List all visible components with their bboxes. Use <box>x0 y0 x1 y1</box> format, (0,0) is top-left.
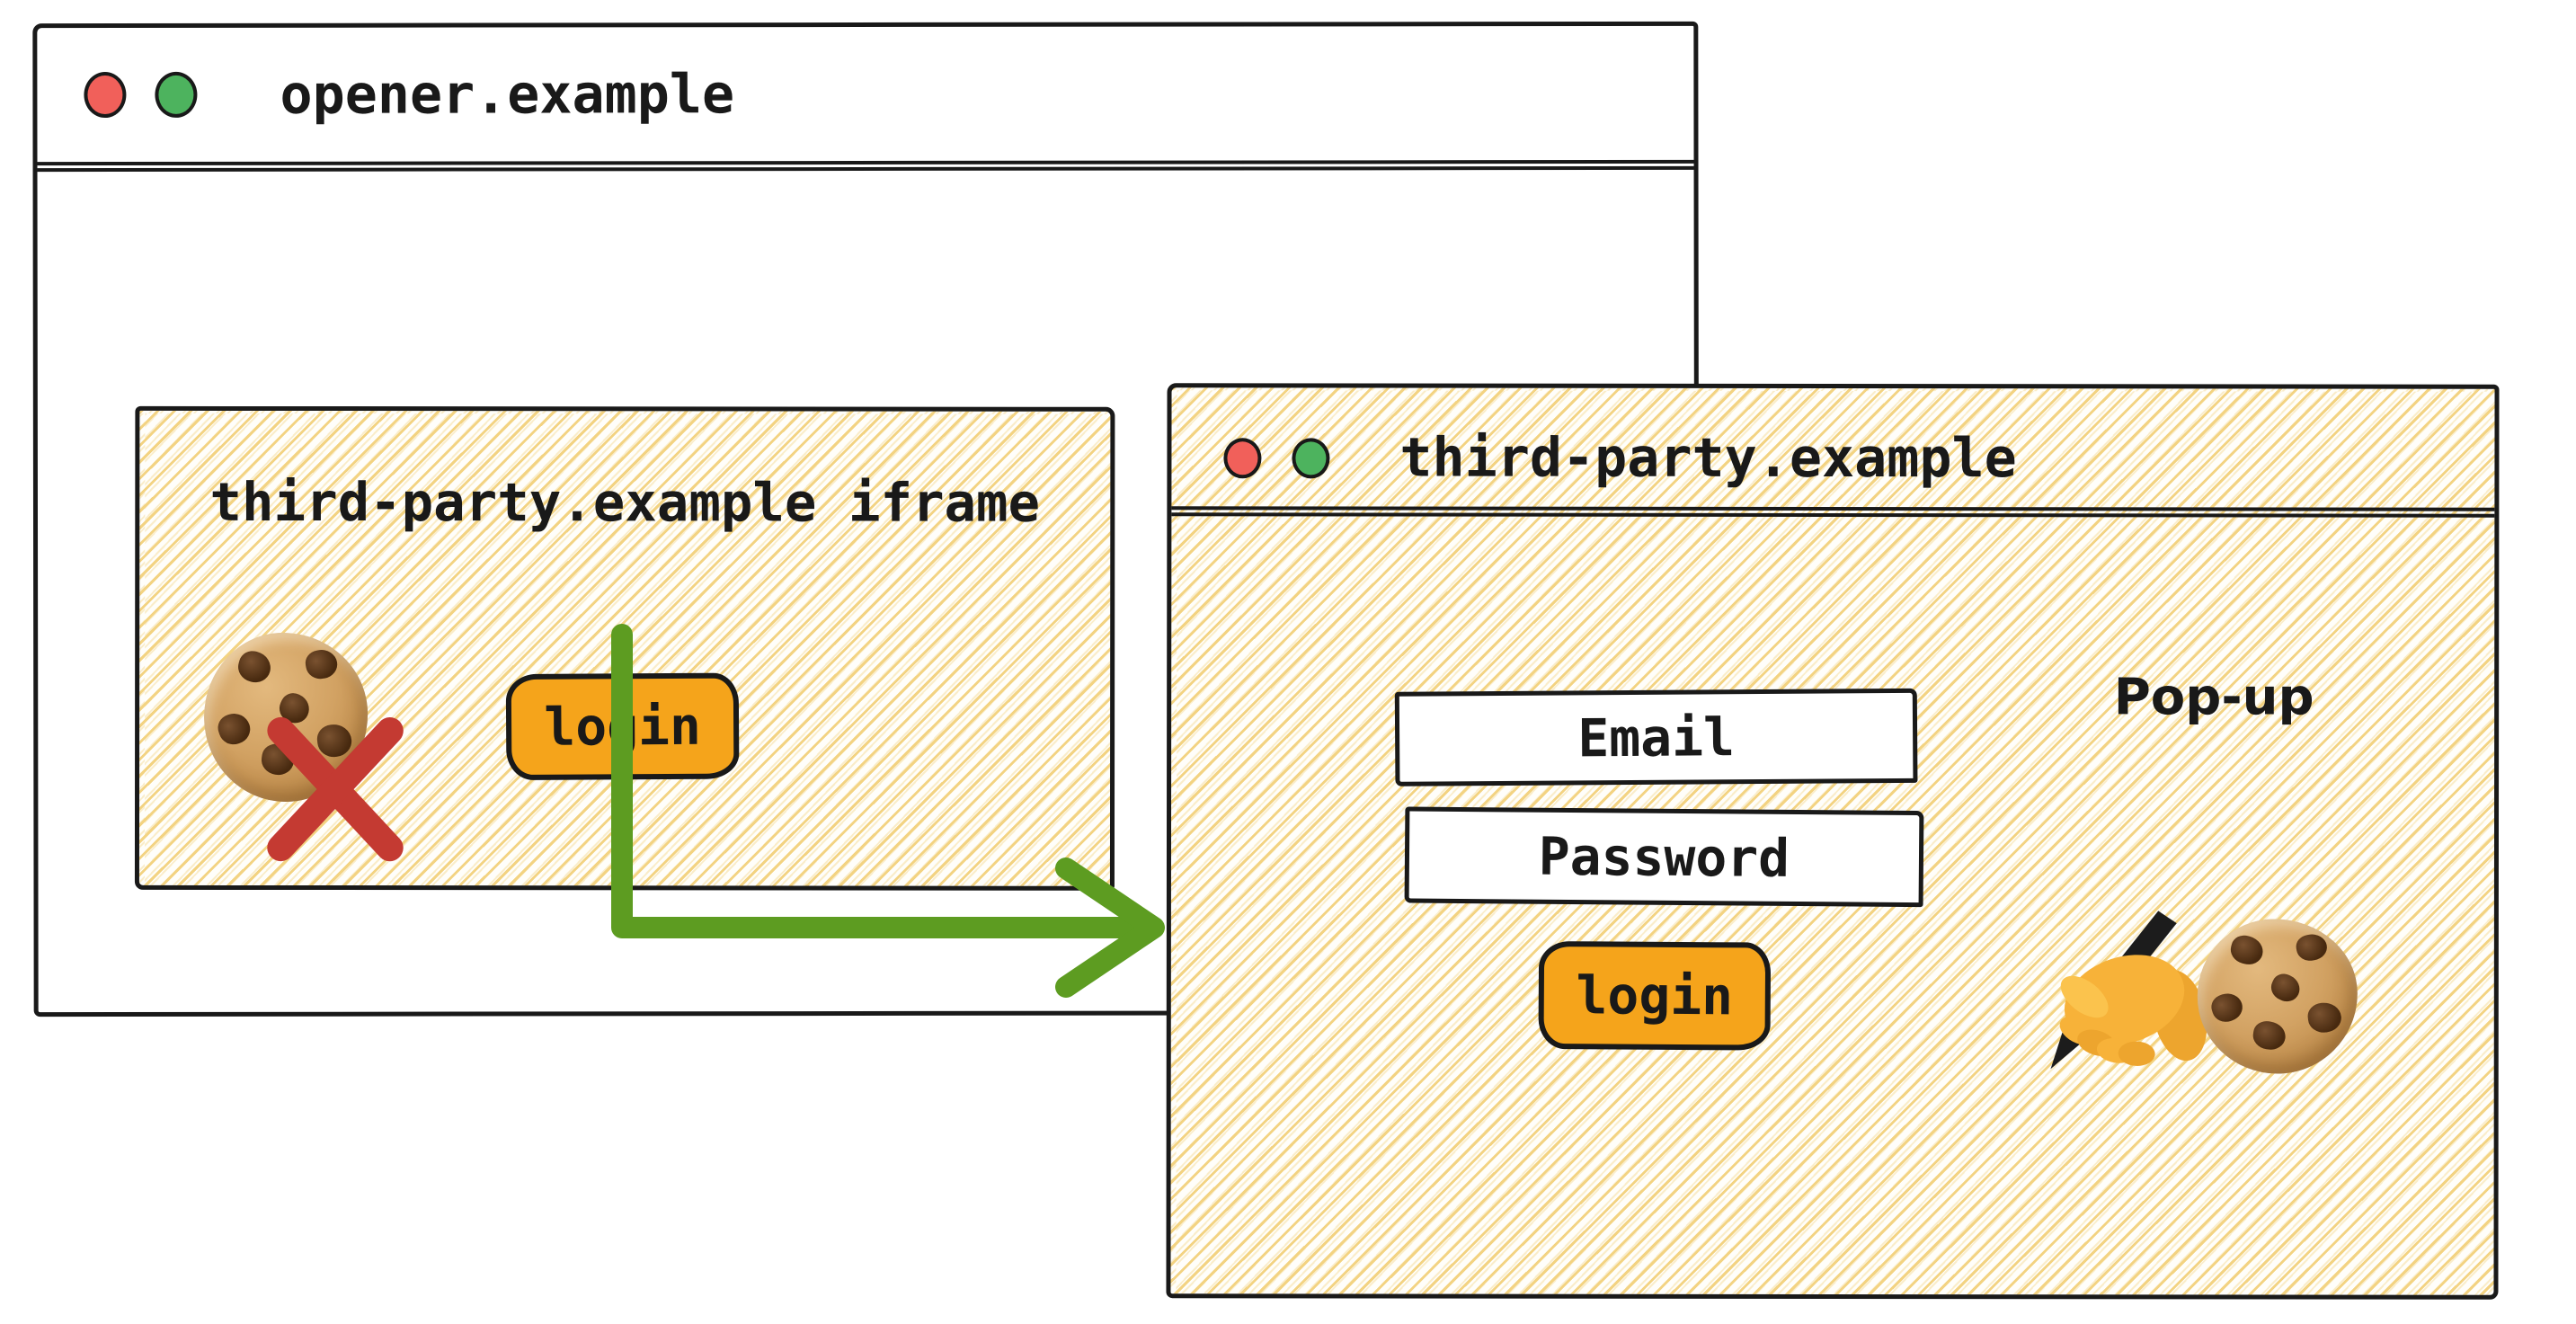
traffic-light-red-icon[interactable] <box>84 72 127 119</box>
popup-window-body: Pop-up Email Password login <box>1170 516 2494 1294</box>
iframe-login-button[interactable]: login <box>505 672 740 781</box>
popup-titlebar: third-party.example <box>1171 387 2495 518</box>
password-field[interactable]: Password <box>1404 806 1924 908</box>
email-field[interactable]: Email <box>1394 688 1918 786</box>
third-party-iframe: third-party.example iframe <box>134 405 1115 891</box>
traffic-light-red-icon[interactable] <box>1223 437 1262 478</box>
cookie-icon <box>2197 919 2358 1074</box>
popup-window: third-party.example Pop-up Email Passwor… <box>1166 383 2500 1300</box>
traffic-light-green-icon[interactable] <box>155 71 198 118</box>
blocked-x-icon <box>261 711 409 866</box>
popup-login-button[interactable]: login <box>1538 940 1772 1051</box>
blocked-cookie-icon <box>204 632 409 866</box>
iframe-title-label: third-party.example iframe <box>209 470 1041 534</box>
popup-annotation-label: Pop-up <box>2113 668 2314 727</box>
password-field-label: Password <box>1538 825 1790 889</box>
opener-window-title: opener.example <box>280 62 735 127</box>
writing-hand-icon <box>2050 911 2207 1070</box>
email-field-label: Email <box>1577 706 1736 769</box>
opener-titlebar: opener.example <box>37 25 1694 173</box>
popup-window-title: third-party.example <box>1399 426 2017 491</box>
traffic-light-green-icon[interactable] <box>1292 437 1330 478</box>
